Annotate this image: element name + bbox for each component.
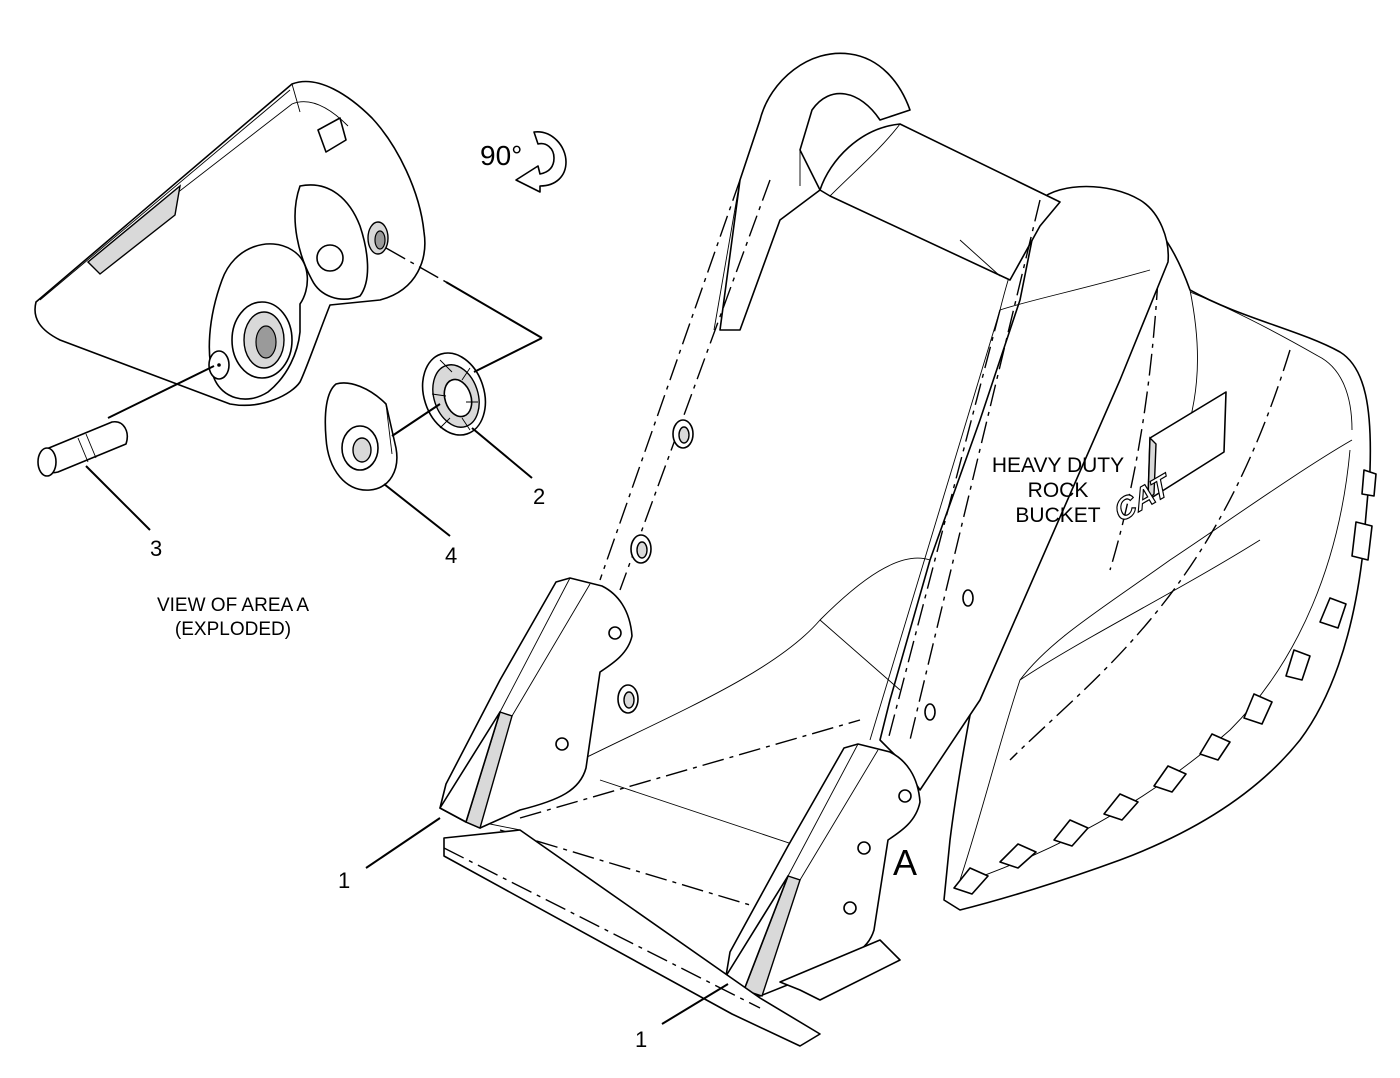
bucket-main: CAT: [439, 52, 1377, 1047]
detail-caption-line1: VIEW OF AREA A: [156, 595, 310, 616]
bucket-label-line3: BUCKET: [1015, 504, 1101, 527]
detail-upper-lug: [294, 184, 369, 300]
detail-side-plate: [34, 80, 426, 407]
side-wear-plates: [953, 469, 1377, 895]
detail-caption-line2: (EXPLODED): [174, 619, 292, 640]
callout-2: 2: [533, 484, 546, 509]
exploded-detail: [34, 80, 543, 491]
bucket-left-side-plate: [719, 52, 911, 331]
callout-1-rear: 1: [635, 1027, 648, 1052]
bucket-label: HEAVY DUTY ROCK BUCKET: [988, 453, 1128, 528]
detail-caption: VIEW OF AREA A (EXPLODED): [138, 594, 328, 642]
bucket-label-line1: HEAVY DUTY: [991, 454, 1125, 477]
bucket-label-line2: ROCK: [1027, 479, 1089, 502]
side-cutter-left: [439, 577, 633, 829]
bearing-part: [421, 352, 487, 436]
callout-3: 3: [150, 536, 163, 561]
area-marker: A: [893, 842, 918, 883]
pin-part: [37, 421, 128, 477]
bucket-cross-tube: [819, 123, 1061, 281]
curved-arrow-icon: [515, 131, 567, 193]
callout-1-front: 1: [338, 868, 351, 893]
washer-part: [324, 382, 398, 491]
side-cutter-right: [725, 743, 921, 997]
callout-4: 4: [445, 543, 458, 568]
rotation-label: 90°: [480, 140, 523, 171]
